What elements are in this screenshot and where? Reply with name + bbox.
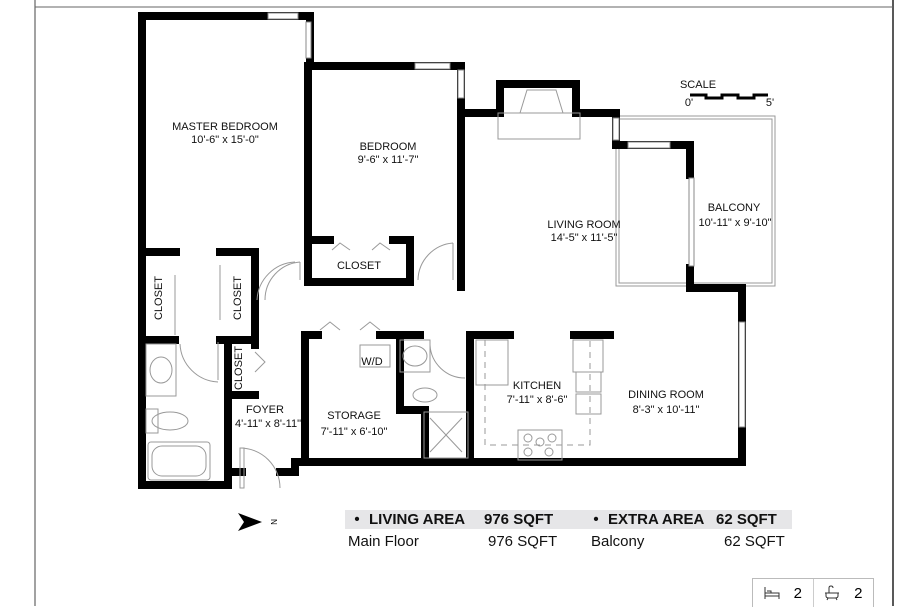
- living-area-value: 976 SQFT: [484, 511, 554, 528]
- living-area-label: LIVING AREA: [369, 511, 466, 528]
- north-label: N: [269, 519, 278, 525]
- closet-label-1: CLOSET: [153, 276, 165, 320]
- balcony-area-value: 62 SQFT: [724, 532, 785, 550]
- dining-room-name: DINING ROOM: [628, 389, 704, 401]
- washer-dryer-label: W/D: [361, 356, 382, 368]
- area-summary: • LIVING AREA 976 SQFT • EXTRA AREA 62 S…: [345, 510, 792, 553]
- storage-name: STORAGE: [327, 410, 381, 422]
- balcony-area-label: Balcony: [591, 532, 645, 550]
- bedroom-closet-label: CLOSET: [337, 260, 381, 272]
- foyer-size: 4'-11" x 8'-11": [235, 418, 301, 430]
- fixtures: [145, 89, 604, 489]
- closet-label-3: CLOSET: [233, 346, 245, 390]
- bathroom-count: 2: [812, 579, 874, 607]
- dining-room-size: 8'-3" x 10'-11": [633, 404, 700, 416]
- scale-start: 0': [685, 97, 693, 109]
- bedroom-count: 2: [753, 579, 813, 607]
- scale-title: SCALE: [680, 79, 716, 91]
- room-labels: MASTER BEDROOM 10'-6" x 15'-0" BEDROOM 9…: [153, 121, 772, 438]
- master-bedroom-name: MASTER BEDROOM: [172, 121, 278, 133]
- area-summary-row: Main Floor 976 SQFT Balcony 62 SQFT: [345, 529, 792, 553]
- bathtub-icon: [825, 585, 840, 601]
- balcony-name: BALCONY: [708, 202, 761, 214]
- master-bedroom-size: 10'-6" x 15'-0": [191, 134, 259, 146]
- main-floor-label: Main Floor: [348, 532, 419, 550]
- main-floor-value: 976 SQFT: [488, 532, 558, 550]
- bedroom-size: 9'-6" x 11'-7": [358, 154, 419, 166]
- bedroom-name: BEDROOM: [360, 141, 417, 153]
- bed-icon: [764, 587, 780, 599]
- living-room-size: 14'-5" x 11'-5": [551, 232, 618, 244]
- extra-area-label: EXTRA AREA: [608, 511, 705, 528]
- living-room-name: LIVING ROOM: [547, 219, 620, 231]
- extra-area-value: 62 SQFT: [716, 511, 777, 528]
- scale-end: 5': [766, 97, 774, 109]
- area-summary-header: • LIVING AREA 976 SQFT • EXTRA AREA 62 S…: [345, 510, 792, 529]
- room-counts: 2 2: [752, 578, 874, 607]
- kitchen-name: KITCHEN: [513, 380, 561, 392]
- balcony-size: 10'-11" x 9'-10": [699, 217, 772, 229]
- scale-bar: SCALE 0' 5': [680, 79, 774, 109]
- north-arrow: N: [238, 513, 278, 531]
- windows: [267, 12, 746, 428]
- closet-label-2: CLOSET: [232, 276, 244, 320]
- north-arrow-icon: [238, 513, 262, 531]
- storage-size: 7'-11" x 6'-10": [321, 426, 388, 438]
- kitchen-size: 7'-11" x 8'-6": [507, 394, 568, 406]
- foyer-name: FOYER: [246, 404, 284, 416]
